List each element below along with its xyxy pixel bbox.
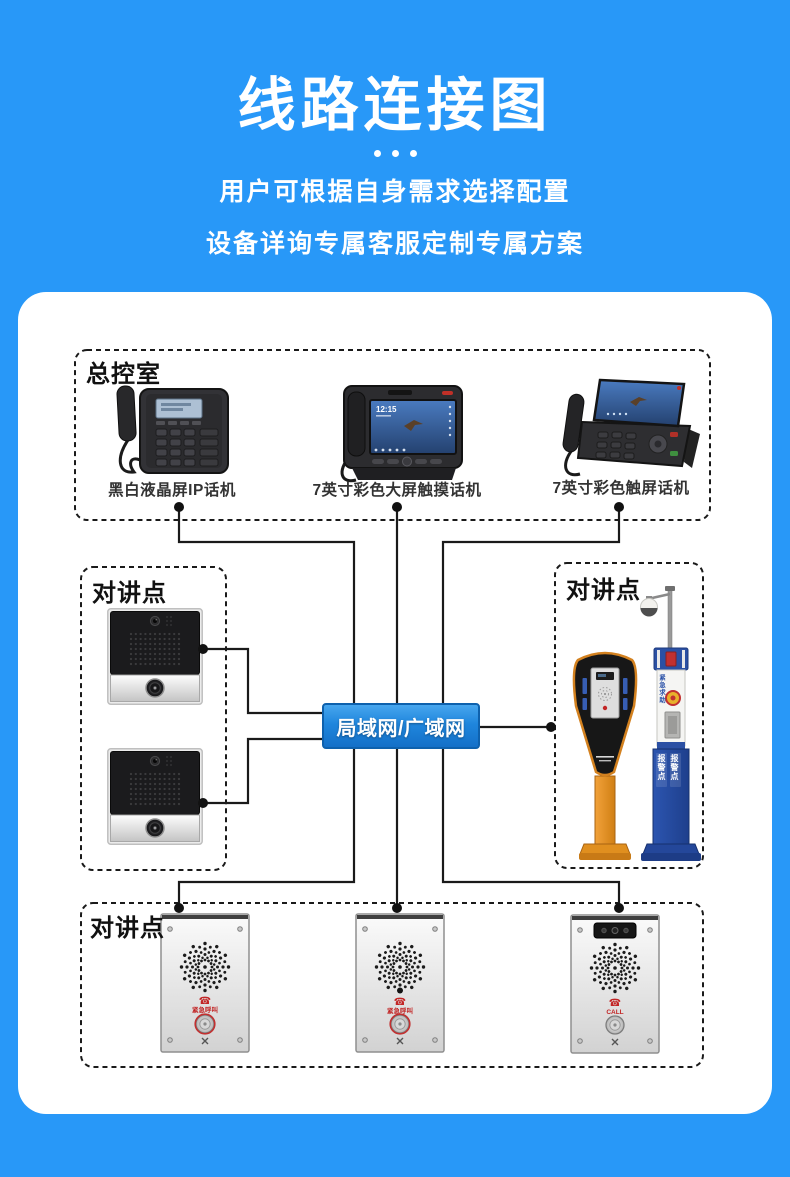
control-room-label: 总控室	[86, 361, 161, 388]
keypad	[595, 431, 637, 460]
camera-arm	[651, 592, 671, 600]
subtitle-line-1: 用户可根据自身需求选择配置	[219, 178, 571, 206]
pole-alarm-point-label-1: 报警点	[657, 754, 666, 781]
emergency-phone-icon: ☎	[394, 997, 406, 1008]
handset-cord	[118, 439, 141, 474]
status-led	[677, 386, 681, 390]
panel-call-button	[602, 705, 608, 711]
network-box-label: 局域网/广域网	[336, 717, 466, 740]
phone-1-caption: 黑白液晶屏IP话机	[108, 482, 236, 499]
camera-pole	[667, 589, 673, 653]
bw-lcd-ip-phone-image	[116, 385, 229, 474]
emergency-call-text: 紧急呼叫	[192, 1005, 218, 1014]
intercom-zone-left-label: 对讲点	[92, 580, 167, 607]
emergency-call-text: 紧急呼叫	[387, 1006, 413, 1015]
title-divider-dots	[0, 150, 790, 157]
call-key	[670, 451, 678, 456]
phone-2-caption: 7英寸彩色大屏触摸话机	[312, 482, 482, 499]
status-led	[442, 391, 453, 395]
wall-panel-1-image: ☎ 紧急呼叫	[160, 913, 250, 1053]
dot	[409, 150, 417, 157]
pole-alarm-point-label-2: 报警点	[670, 754, 679, 781]
emergency-phone-icon: ☎	[609, 998, 621, 1009]
page-title: 线路连接图	[237, 73, 553, 138]
alarm-pole-blue-image	[640, 586, 701, 861]
door-intercom-2-image	[107, 748, 203, 845]
wall-panel-2-image: ☎ 紧急呼叫	[355, 913, 445, 1053]
touch-screen	[592, 378, 686, 428]
wall-panel-3-image: ☎ CALL	[570, 914, 660, 1054]
handset	[347, 391, 366, 457]
intercom-zone-right-label: 对讲点	[566, 577, 641, 604]
pole-base	[579, 843, 631, 855]
pole-base	[642, 843, 700, 855]
dot	[373, 150, 381, 157]
alarm-light	[665, 651, 677, 667]
subtitle-line-2: 设备详询专属客服定制专属方案	[205, 230, 584, 258]
pole-help-label: 紧急求助	[657, 674, 665, 704]
handset	[116, 385, 137, 442]
call-text: CALL	[606, 1009, 623, 1016]
touchscreen-phone-image	[562, 378, 700, 477]
phone-3-caption: 7英寸彩色触屏话机	[552, 480, 690, 497]
screen-clock: 12:15	[376, 405, 397, 414]
pole-column	[594, 775, 616, 845]
intercom-zone-bottom-label: 对讲点	[90, 915, 165, 942]
camera-dot	[397, 987, 403, 994]
large-touch-phone-image: 12:15	[340, 385, 463, 483]
door-intercom-1-image	[107, 608, 203, 705]
hangup-key	[670, 432, 678, 437]
dot	[391, 150, 399, 157]
network-box: 局域网/广域网	[322, 703, 480, 749]
emergency-phone-icon: ☎	[199, 996, 211, 1007]
